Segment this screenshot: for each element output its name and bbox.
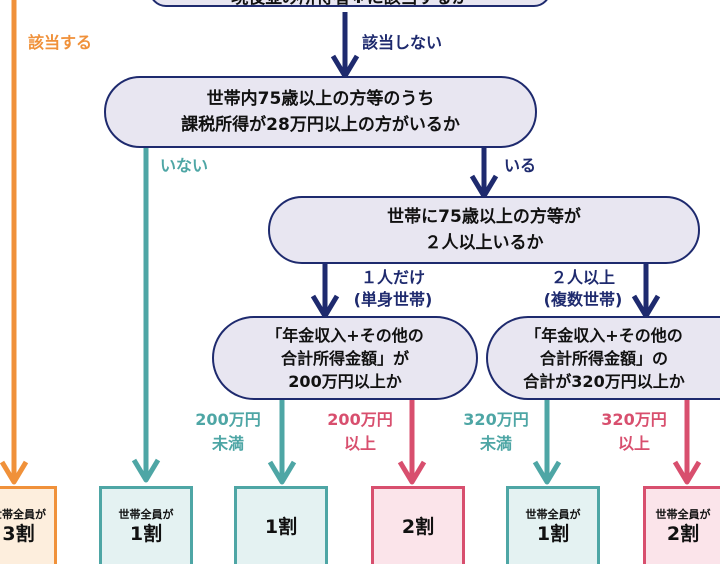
result-box-2wari-single: 2割 [371, 486, 465, 564]
edge-label-two-plus-type: (複数世帯) [543, 290, 623, 309]
edge-label-two-plus-count: ２人以上 [550, 268, 615, 287]
decision-node-household-count-line2: ２人以上いるか [424, 233, 544, 253]
result-box-1wari-none: 世帯全員が 1割 [99, 486, 193, 564]
edge-label-over200-qualifier: 以上 [343, 434, 376, 453]
decision-node-multi-income-line3: 合計が320万円以上か [523, 371, 685, 391]
edge-label-under200-qualifier: 未満 [211, 434, 244, 453]
pink-arrowhead-over200 [397, 460, 427, 485]
pink-arrowhead-over320 [672, 460, 702, 485]
edge-label-not-applies: 該当しない [362, 33, 443, 52]
result-3wari-value: 3割 [2, 523, 35, 545]
header-bar [152, 0, 548, 7]
result-2wari-multi-value: 2割 [666, 523, 700, 545]
result-box-1wari-multi: 世帯全員が 1割 [506, 486, 600, 564]
result-box-1wari-single: 1割 [234, 486, 328, 564]
teal-arrowhead-under200 [267, 460, 297, 485]
teal-arrowhead-under320 [532, 460, 562, 485]
orange-arrowhead [0, 460, 29, 485]
result-1wari-multi-value: 1割 [536, 523, 570, 545]
result-1wari-multi-caption: 世帯全員が [525, 508, 581, 521]
edge-label-one-person-type: (単身世帯) [353, 290, 433, 309]
decision-node-single-income: 「年金収入+その他の 合計所得金額」が 200万円以上か [212, 316, 478, 400]
decision-node-household-count: 世帯に75歳以上の方等が ２人以上いるか [268, 196, 700, 264]
result-1wari-none-value: 1割 [129, 523, 163, 545]
decision-node-taxable-income-line1: 世帯内75歳以上の方等のうち [206, 89, 435, 109]
decision-node-multi-income: 「年金収入+その他の 合計所得金額」の 合計が320万円以上か [486, 316, 720, 400]
edge-label-one-person-count: １人だけ [360, 268, 425, 287]
edge-label-applies: 該当する [28, 33, 93, 52]
edge-label-under320-qualifier: 未満 [479, 434, 512, 453]
edge-label-over320-qualifier: 以上 [617, 434, 650, 453]
result-box-2wari-multi: 世帯全員が 2割 [643, 486, 720, 564]
edge-label-present: いる [504, 156, 537, 175]
decision-node-taxable-income-line2: 課税所得が28万円以上の方がいるか [181, 115, 460, 135]
result-1wari-single-value: 1割 [264, 515, 298, 538]
result-3wari-caption: 世帯全員が [0, 508, 46, 521]
decision-node-single-income-line2: 合計所得金額」が [280, 348, 409, 368]
decision-node-single-income-line1: 「年金収入+その他の [266, 325, 424, 345]
decision-node-household-count-line1: 世帯に75歳以上の方等が [387, 207, 581, 227]
result-2wari-multi-caption: 世帯全員が [655, 508, 711, 521]
edge-label-over200-amount: 200万円 [327, 410, 393, 429]
decision-node-taxable-income: 世帯内75歳以上の方等のうち 課税所得が28万円以上の方がいるか [104, 76, 537, 148]
edge-label-under200-amount: 200万円 [195, 410, 261, 429]
edge-label-over320-amount: 320万円 [601, 410, 667, 429]
result-box-3wari: 世帯全員が 3割 [0, 486, 57, 564]
edge-label-under320-amount: 320万円 [463, 410, 529, 429]
header-question: 現役並み所得者※に該当するか [150, 0, 550, 8]
edge-label-none: いない [160, 156, 209, 175]
teal-arrowhead-none [131, 458, 161, 483]
result-2wari-single-value: 2割 [401, 515, 435, 538]
decision-node-single-income-line3: 200万円以上か [288, 371, 402, 391]
decision-node-multi-income-line2: 合計所得金額」の [539, 348, 668, 368]
decision-node-multi-income-line1: 「年金収入+その他の [525, 325, 683, 345]
result-1wari-none-caption: 世帯全員が [118, 508, 174, 521]
